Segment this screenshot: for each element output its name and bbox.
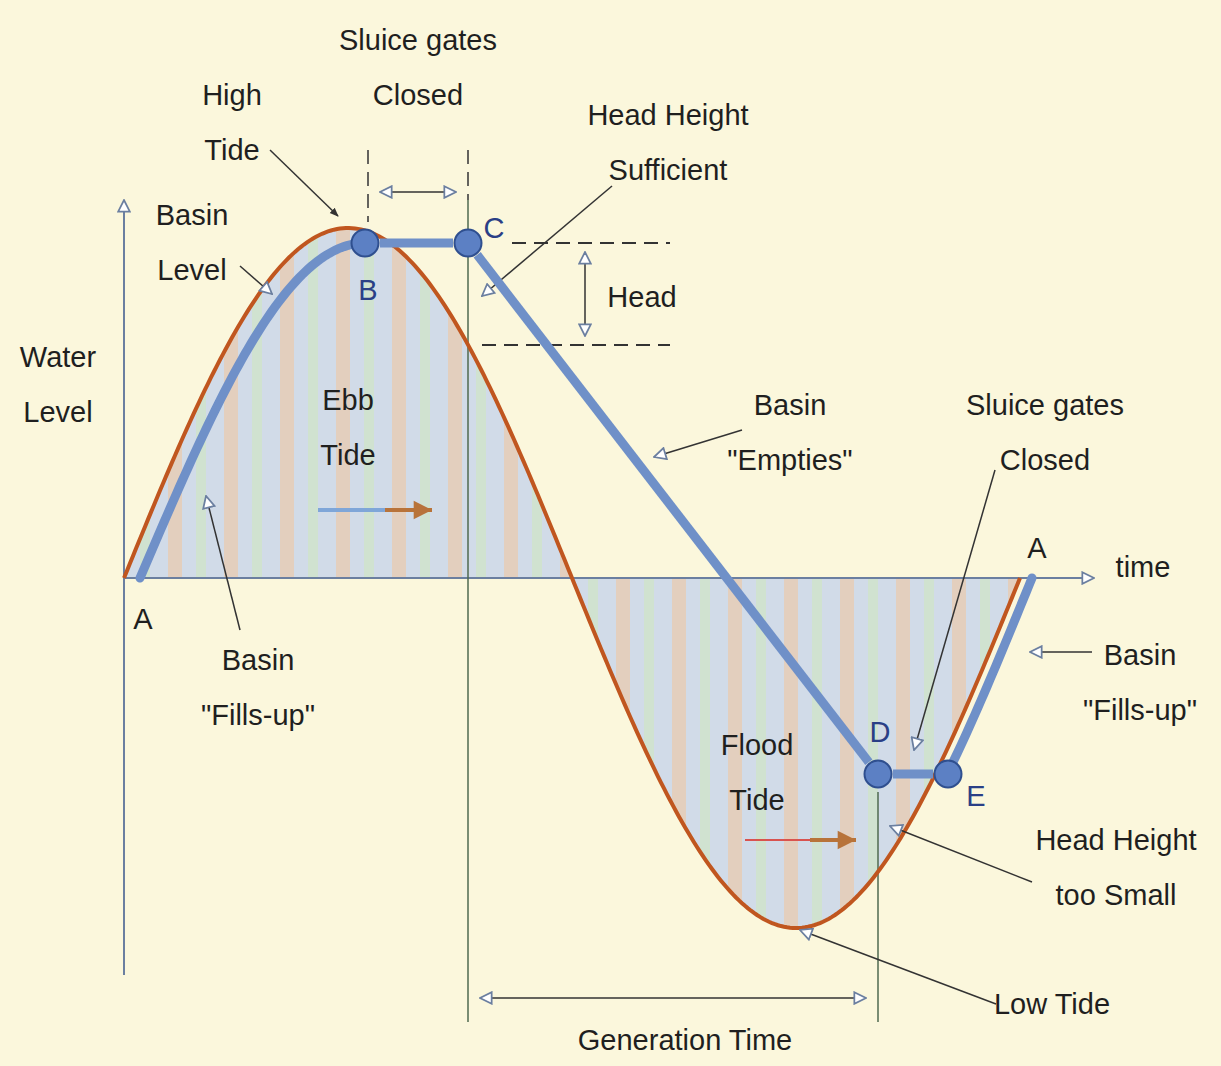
point-dot [863,759,893,789]
callout-label: Generation Time [565,1013,805,1066]
callout-label: Head [597,270,687,325]
generation-end-line [877,792,879,1022]
basin-level-curve [948,578,1032,772]
basin-level-line [477,255,869,762]
leader-line [800,930,996,1004]
point-dot [453,228,483,258]
state-point: C [453,228,483,258]
callout-label: Low Tide [987,977,1117,1032]
callout-label: Head Height too Small [1025,813,1207,923]
basin-level-line [893,770,933,779]
point-dot [350,228,380,258]
callout-label: A [1017,521,1057,576]
head-arrow [584,252,586,336]
callout-label: Basin "Fills-up" [1065,628,1215,738]
callout-label: A [123,592,163,647]
state-point: B [350,228,380,258]
point-circle [935,761,962,788]
y-axis [123,200,125,975]
callout-label: Basin "Fills-up" [183,633,333,743]
generation-time-arrow [480,997,866,999]
basin-level-line [380,239,453,248]
callout-label: Ebb Tide [303,373,393,483]
point-letter: C [474,208,514,248]
callout-label: Flood Tide [710,718,805,828]
flood-arrow [810,838,856,842]
tide-curves [124,228,1032,928]
callout-label: High Tide [185,68,280,178]
state-point: E [933,759,963,789]
head-dash [482,344,670,346]
point-circle [865,761,892,788]
callout-label: Basin "Empties" [715,378,865,488]
leader-line [270,150,338,216]
closed-interval-arrow [380,191,456,193]
point-letter: E [956,776,996,816]
flood-arrow [745,839,810,841]
sluice-marker [367,150,369,222]
callout-label: Basin Level [142,188,242,298]
sluice-marker [467,150,469,200]
leader-line [914,470,995,750]
callout-label: Head Height Sufficient [561,88,776,198]
callout-label: Water Level [3,330,113,440]
leader-line [240,266,272,294]
callout-label: Sluice gates Closed [323,13,513,123]
point-letter: B [348,270,388,310]
time-axis [124,577,1094,579]
head-dash [512,242,670,244]
callout-label: time [1098,540,1188,595]
ebb-arrow [385,508,432,512]
state-point: D [863,759,893,789]
point-letter: D [860,712,900,752]
leader-line [890,826,1032,882]
point-circle [455,230,482,257]
callout-label: Sluice gates Closed [950,378,1140,488]
point-circle [352,230,379,257]
tide-curve [124,228,1020,928]
leader-line [1030,651,1092,653]
generation-start-line [467,200,469,1022]
point-dot [933,759,963,789]
leader-line [206,496,240,630]
ebb-arrow [318,508,385,512]
